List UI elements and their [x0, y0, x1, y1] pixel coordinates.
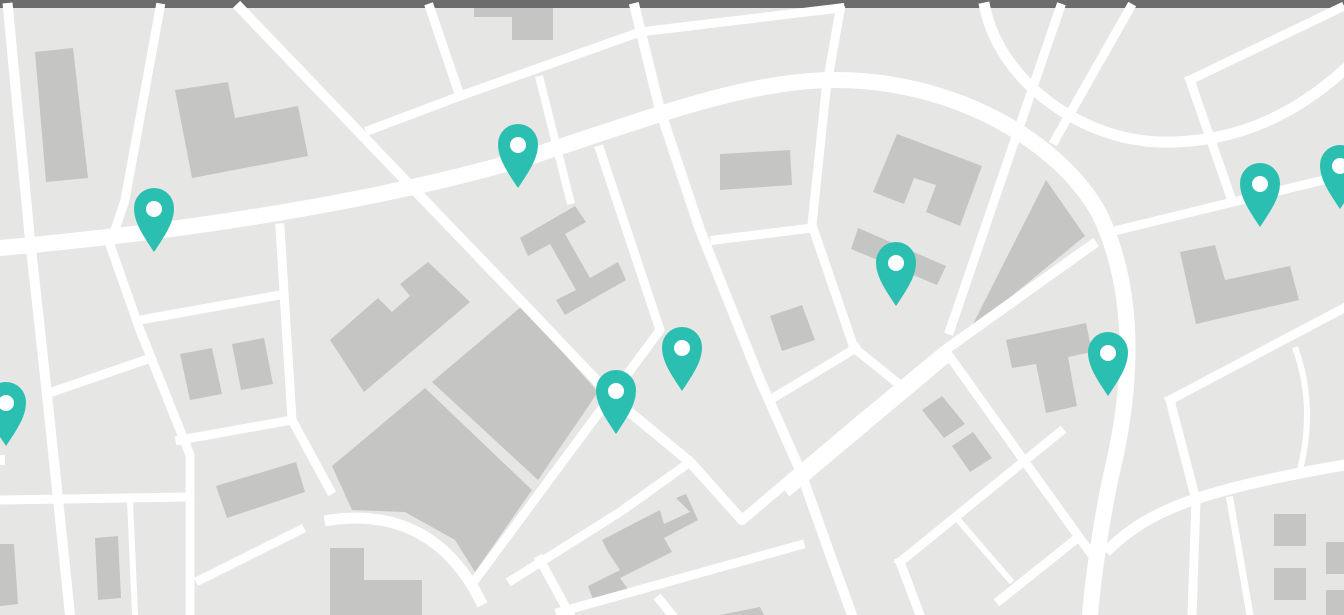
building — [952, 432, 992, 472]
building — [520, 206, 626, 315]
main-road — [0, 71, 1136, 615]
building — [1326, 590, 1344, 615]
building — [175, 82, 308, 178]
building — [1326, 542, 1344, 574]
top-bar — [0, 0, 1344, 8]
map-pin-icon[interactable] — [0, 382, 26, 446]
map-pin-icon[interactable] — [134, 188, 174, 252]
building — [1180, 245, 1299, 324]
building — [0, 544, 18, 606]
building — [1274, 514, 1306, 546]
building — [720, 607, 764, 615]
map-markers[interactable] — [0, 124, 1344, 446]
buildings — [0, 8, 1344, 615]
building — [474, 8, 553, 40]
map-pin-icon[interactable] — [498, 124, 538, 188]
map-pin-icon[interactable] — [876, 242, 916, 306]
building — [95, 536, 121, 600]
building — [770, 305, 815, 351]
building — [1274, 568, 1306, 600]
building — [970, 180, 1085, 330]
map-pin-icon[interactable] — [1240, 163, 1280, 227]
building — [588, 494, 698, 605]
building — [330, 548, 422, 615]
building — [216, 462, 305, 518]
map-pin-icon[interactable] — [662, 327, 702, 391]
map-pin-icon[interactable] — [1320, 145, 1344, 209]
building — [432, 306, 598, 480]
building — [35, 48, 88, 182]
building — [180, 348, 222, 400]
building — [720, 150, 792, 190]
building — [232, 338, 273, 390]
building — [330, 262, 470, 392]
map-pin-icon[interactable] — [596, 370, 636, 434]
map-pin-icon[interactable] — [1088, 332, 1128, 396]
building — [922, 396, 965, 438]
building — [1006, 323, 1092, 413]
building — [873, 134, 982, 226]
building — [332, 388, 532, 572]
